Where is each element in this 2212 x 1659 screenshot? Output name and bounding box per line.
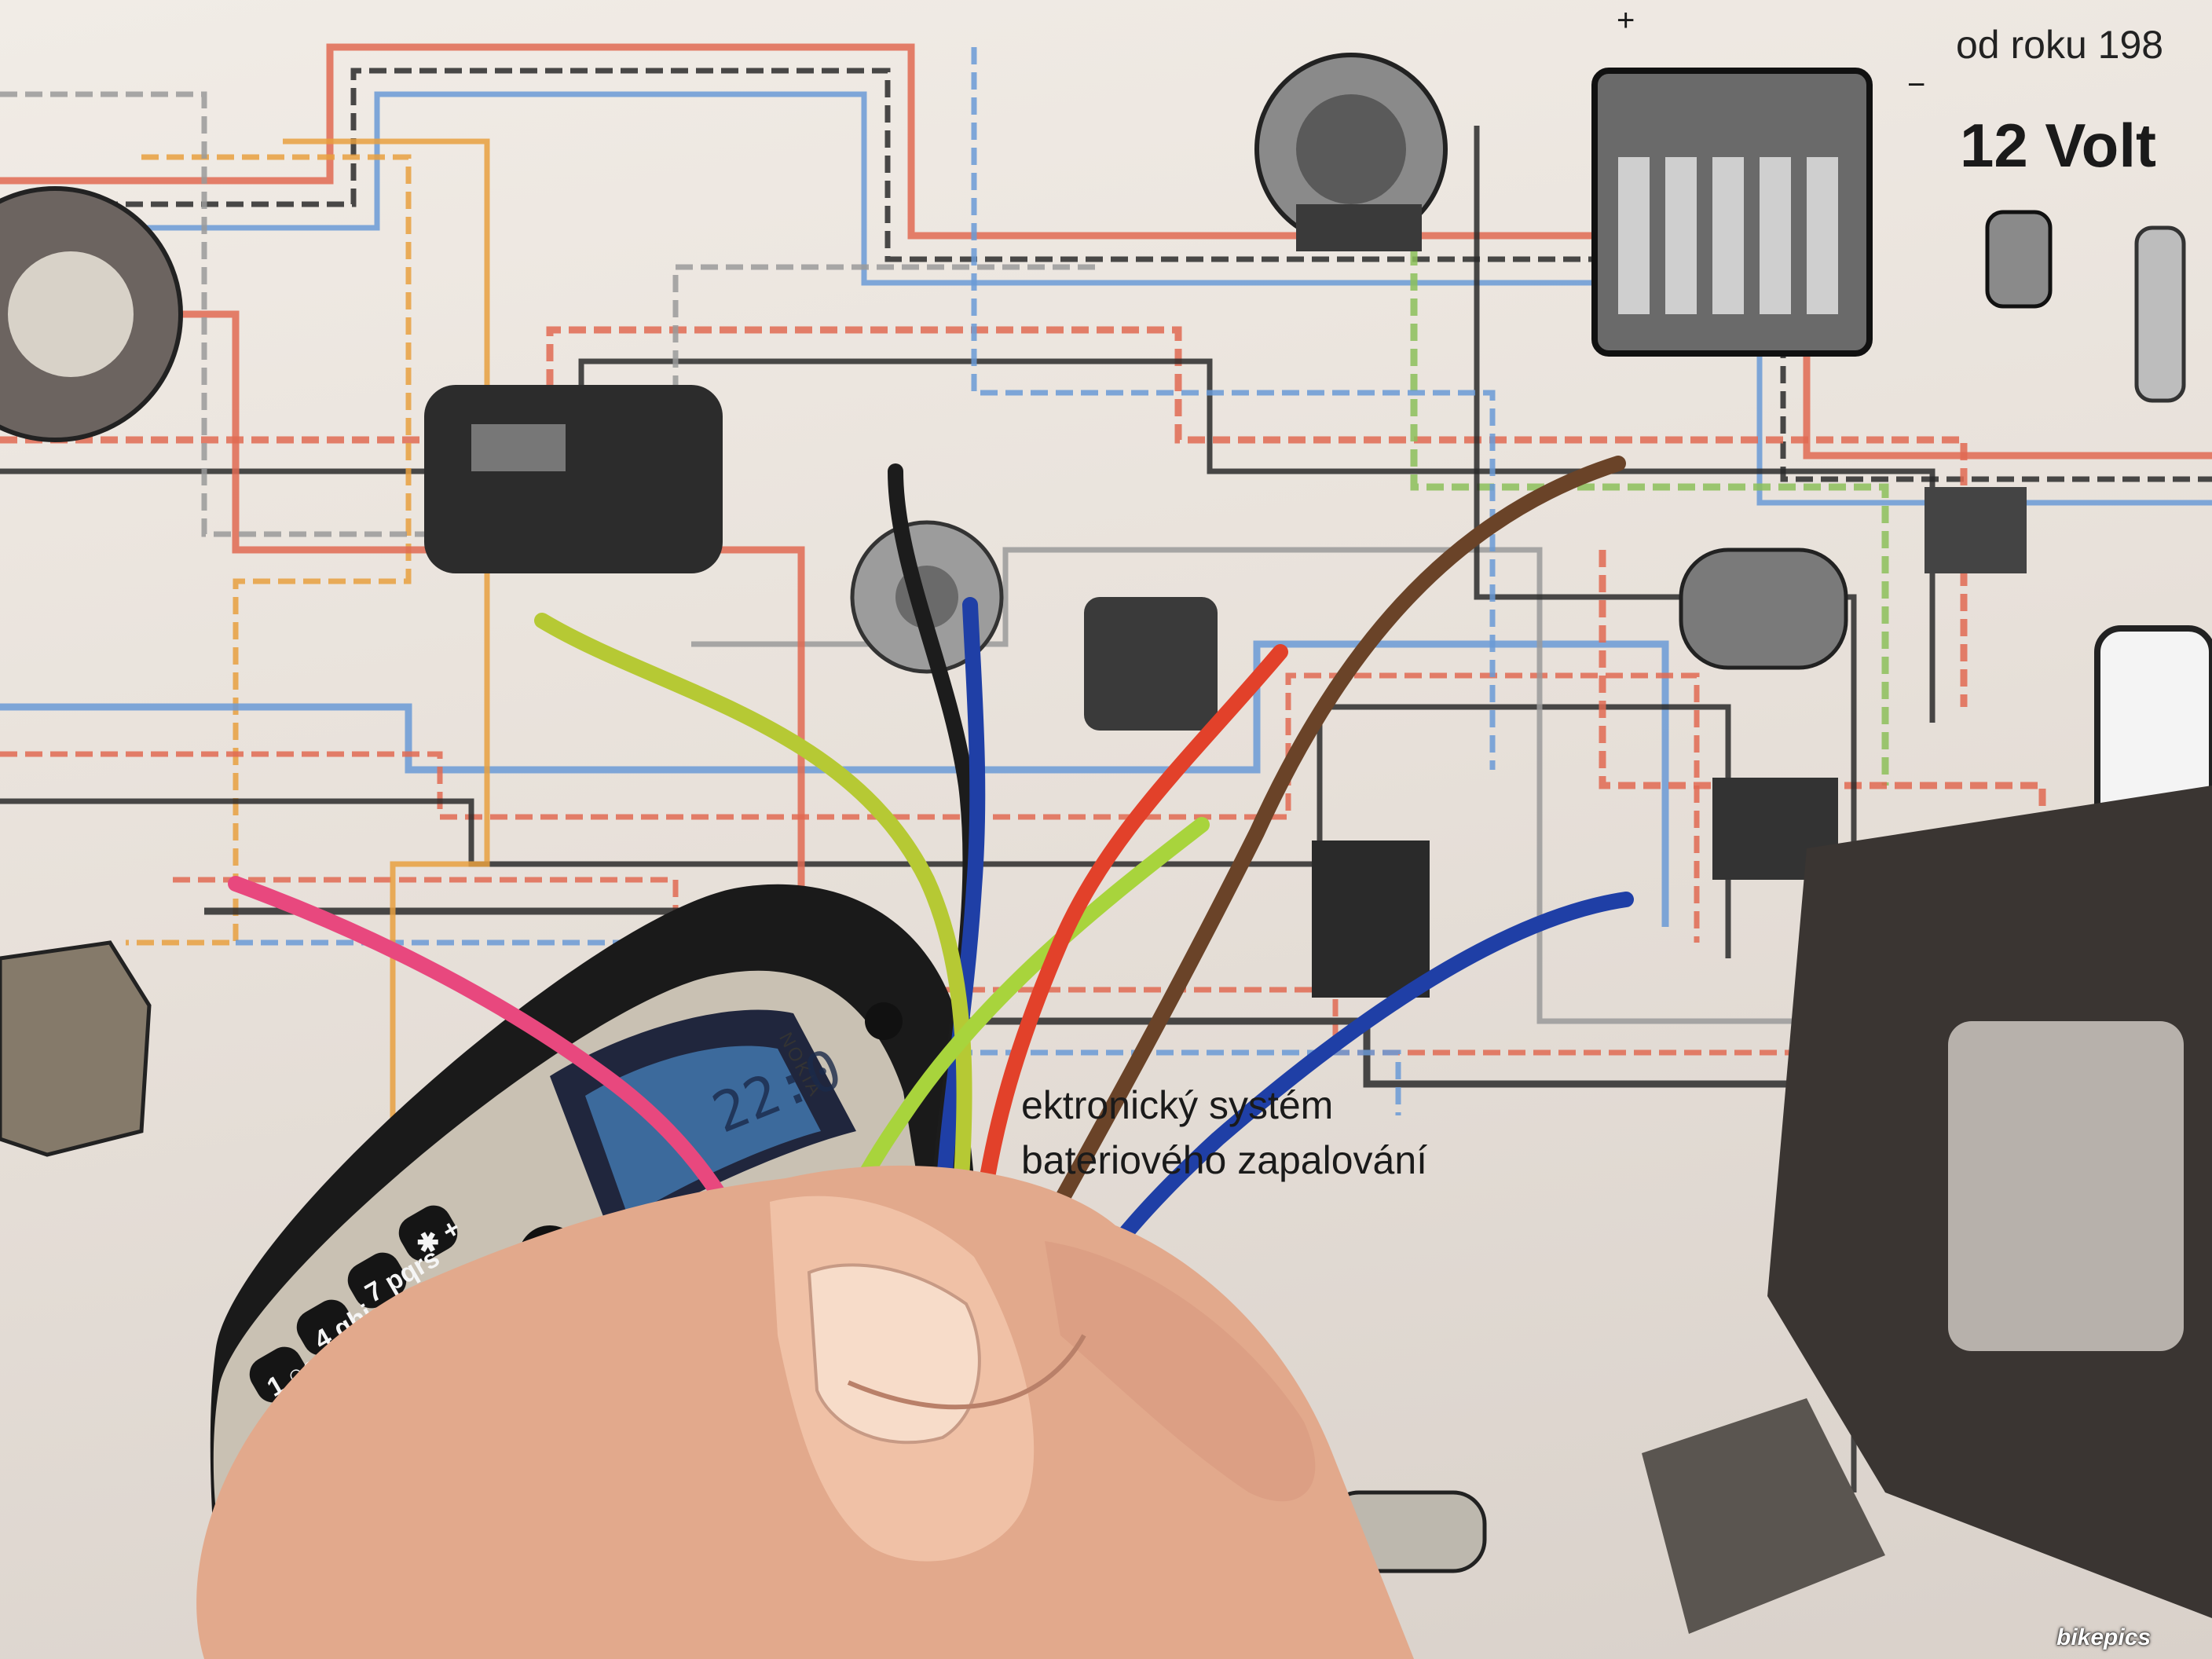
battery-plus-sign: + (1617, 3, 1635, 38)
meter-component (0, 186, 183, 442)
starter-component (1679, 548, 1848, 670)
diagram-wire-blue (971, 47, 1496, 770)
diagram-wire-blue (0, 91, 2212, 506)
diagram-wire-green (1304, 153, 1889, 786)
loose-wire-blue (935, 597, 986, 1218)
poster-year-heading: od roku 198 (1956, 23, 2164, 67)
generator-component (1254, 53, 1448, 251)
diagram-wire-orange (126, 154, 412, 946)
poster-caption-line-1: ektronický systém (1021, 1083, 1334, 1127)
poster-voltage-heading: 12 Volt (1960, 111, 2156, 180)
loose-wire-red (970, 644, 1288, 1249)
engine-block-component (1642, 786, 2212, 1634)
connector-block-component (1925, 487, 2027, 573)
battery-component (1591, 68, 1873, 357)
hand (196, 1165, 1415, 1659)
spark-plug-component (2134, 225, 2186, 403)
diagram-wire-red (0, 326, 1968, 707)
diagram-wire-red (0, 672, 1700, 943)
watermark: bikepics (2056, 1624, 2152, 1650)
relay-component (424, 385, 723, 573)
loose-wire-yellow-green (534, 613, 972, 1233)
battery-minus-sign: − (1907, 68, 1926, 102)
ignition-coil-component (1084, 597, 1218, 731)
fuse-box-component (1312, 840, 1430, 998)
loose-wire-brown (1013, 456, 1626, 1280)
poster-caption-line-2: bateriového zapalování (1021, 1138, 1428, 1182)
diagram-wire-blue (0, 640, 1669, 927)
lamp-component (0, 940, 152, 1157)
capacitor-component (1985, 210, 2053, 309)
